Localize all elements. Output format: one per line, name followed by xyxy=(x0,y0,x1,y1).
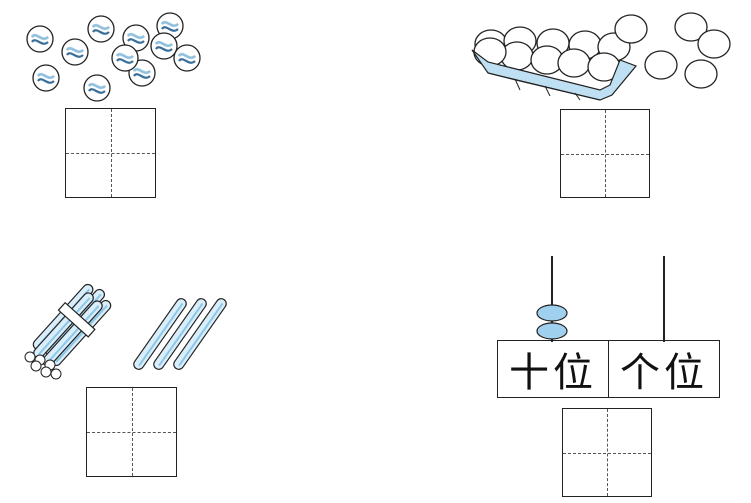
marble xyxy=(82,73,112,103)
stick-bundle xyxy=(30,281,114,370)
loose-sticks xyxy=(130,295,230,373)
answer-box-eggs[interactable] xyxy=(560,109,650,198)
marbles-group xyxy=(25,11,202,103)
tens-bead xyxy=(536,304,568,322)
ones-label: 个位 xyxy=(608,341,719,397)
abacus xyxy=(536,256,665,342)
egg xyxy=(697,29,731,59)
marble xyxy=(86,14,116,44)
marble xyxy=(149,31,179,61)
answer-box-marbles[interactable] xyxy=(65,108,156,198)
marble xyxy=(60,37,90,67)
tens-label: 十位 xyxy=(509,350,597,396)
egg xyxy=(684,59,718,89)
stick-bundle-ends xyxy=(24,351,62,380)
marble xyxy=(31,63,61,93)
loose-eggs xyxy=(614,12,731,89)
tens-bead xyxy=(536,322,568,340)
marble xyxy=(110,43,140,73)
egg xyxy=(614,14,648,44)
marble xyxy=(25,24,55,54)
egg xyxy=(644,50,678,80)
place-value-table: 十位 个位 xyxy=(497,340,720,398)
egg-carton xyxy=(471,26,637,101)
marble xyxy=(172,43,202,73)
answer-box-abacus[interactable] xyxy=(562,408,652,497)
answer-box-sticks[interactable] xyxy=(86,387,177,477)
